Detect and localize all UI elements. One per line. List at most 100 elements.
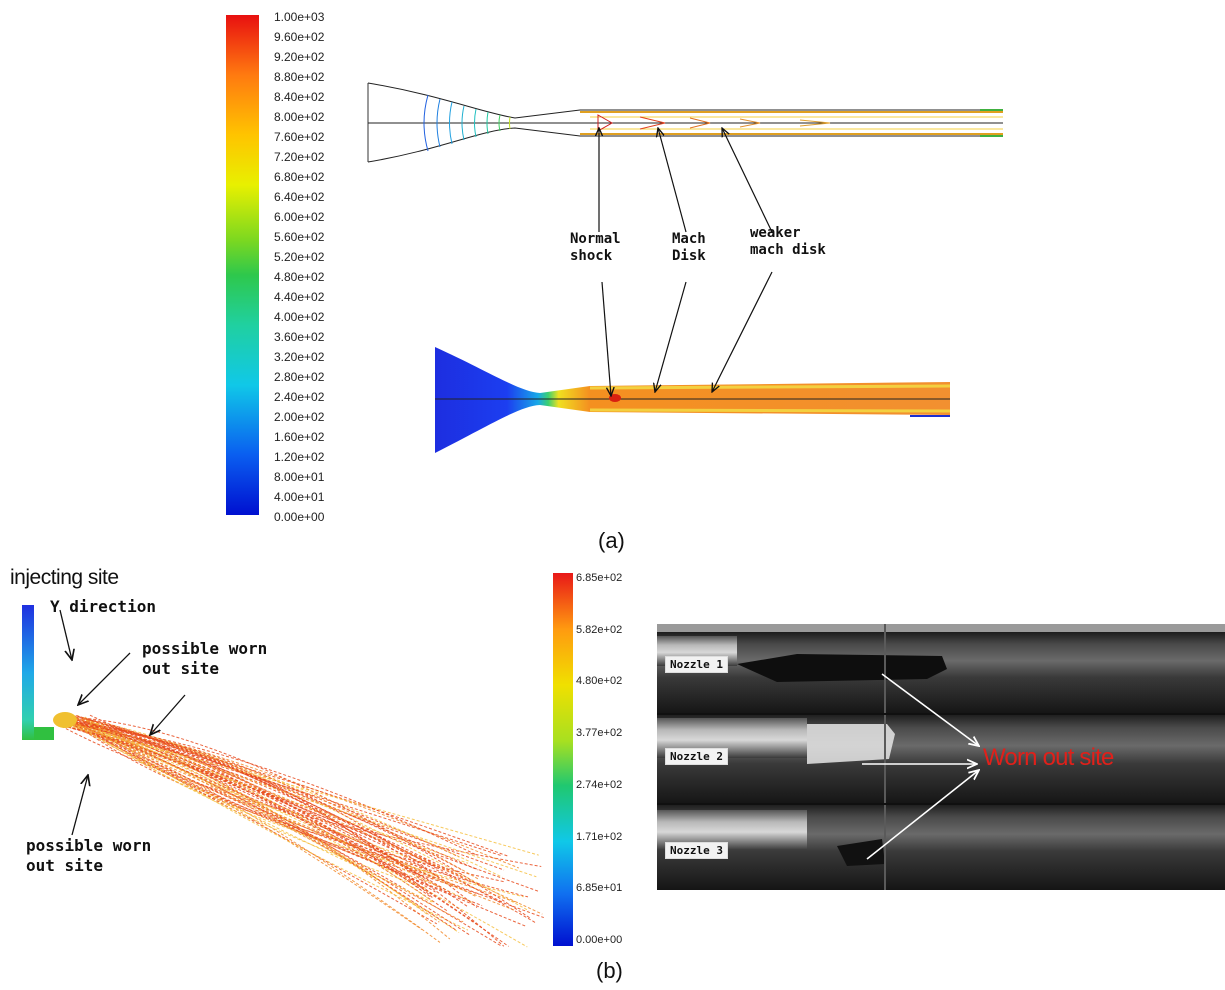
trajectory-streak	[85, 719, 469, 931]
colorbar-b-tick: 4.80e+02	[576, 675, 623, 688]
nozzle-2-label: Nozzle 2	[665, 748, 728, 765]
trajectory-streak	[82, 724, 502, 857]
colorbar-a-tick: 4.80e+02	[274, 270, 325, 284]
colorbar-a-tick: 2.80e+02	[274, 370, 325, 384]
trajectory-streak	[69, 719, 505, 947]
colorbar-a-tick: 4.40e+02	[274, 290, 325, 304]
colorbar-a-tick: 4.00e+02	[274, 310, 325, 324]
label-normal-shock: Normal shock	[570, 231, 621, 264]
caption-a: (a)	[598, 528, 625, 553]
trajectory-streak	[66, 721, 462, 871]
trajectory-streak	[71, 724, 443, 889]
trajectory-streak	[69, 720, 516, 911]
trajectory-streak	[69, 725, 539, 856]
colorbar-a-tick: 8.00e+01	[274, 470, 325, 484]
contour-lines-nozzle	[367, 82, 1003, 163]
colorbar-b-tick: 6.85e+02	[576, 572, 623, 584]
colorbar-a-tick: 6.40e+02	[274, 190, 325, 204]
colorbar-a-tick: 5.20e+02	[274, 250, 325, 264]
filled-contour-nozzle	[435, 347, 951, 453]
label-mach-disk: Mach Disk	[672, 231, 706, 264]
colorbar-a-tick: 7.20e+02	[274, 150, 325, 164]
colorbar-a-tick: 0.00e+00	[274, 510, 325, 524]
impact-zone	[53, 712, 77, 728]
colorbar-a-tick: 2.40e+02	[274, 390, 325, 404]
trajectory-streak	[66, 719, 425, 868]
colorbar-b	[553, 573, 573, 946]
colorbar-a-tick: 8.80e+02	[274, 70, 325, 84]
trajectory-streak	[77, 716, 509, 947]
colorbar-a-tick: 1.20e+02	[274, 450, 325, 464]
annotation-arrows-a	[599, 128, 773, 396]
pipe-elbow	[34, 727, 54, 740]
colorbar-b-tick: 0.00e+00	[576, 934, 623, 946]
injection-pipe	[22, 605, 34, 740]
trajectory-streak	[89, 719, 530, 912]
worn-site-arrows	[862, 673, 979, 860]
trajectory-streak	[75, 721, 469, 864]
trajectory-streak	[70, 715, 439, 870]
trajectory-streak	[74, 717, 505, 871]
label-worn-site-bottom: possible worn out site	[26, 836, 152, 875]
colorbar-a-tick: 1.60e+02	[274, 430, 325, 444]
colorbar-b-tick: 5.82e+02	[576, 623, 623, 636]
trajectory-streak	[62, 719, 460, 934]
trajectory-streak	[61, 717, 483, 907]
trajectory-streak	[73, 721, 423, 931]
trajectory-streak	[67, 714, 543, 915]
trajectory-streak	[72, 722, 502, 947]
colorbar-a-tick: 1.00e+03	[274, 10, 325, 24]
trajectory-streak	[85, 726, 527, 927]
colorbar-a	[226, 15, 259, 515]
trajectory-streak	[69, 721, 429, 916]
panel-a-graphics	[226, 15, 1003, 515]
trajectory-streak	[76, 714, 461, 890]
trajectory-streak	[82, 717, 464, 923]
trajectory-streak	[70, 720, 544, 919]
label-y-direction: Y direction	[50, 597, 156, 616]
trajectory-streak	[65, 722, 458, 932]
colorbar-a-tick: 3.20e+02	[274, 350, 325, 364]
trajectory-streak	[87, 720, 529, 898]
trajectory-streak	[61, 723, 478, 908]
annotation-arrows-b	[59, 609, 186, 836]
colorbar-b-tick: 1.71e+02	[576, 830, 623, 843]
colorbar-a-tick: 9.60e+02	[274, 30, 325, 44]
label-worn-site-top: possible worn out site	[142, 639, 268, 678]
trajectory-streak	[73, 724, 477, 898]
trajectory-streak	[59, 720, 478, 856]
particle-trajectories	[53, 712, 544, 948]
colorbar-a-tick: 8.00e+02	[274, 110, 325, 124]
colorbar-a-tick: 8.40e+02	[274, 90, 325, 104]
trajectory-streak	[67, 720, 432, 903]
nozzle-photo: Nozzle 1 Nozzle 2 Nozzle 3 Worn out site	[657, 624, 1225, 890]
colorbar-a-tick: 6.00e+02	[274, 210, 325, 224]
label-weaker-mach-disk: weaker mach disk	[750, 225, 826, 258]
colorbar-a-tick: 3.60e+02	[274, 330, 325, 344]
trajectory-streak	[88, 724, 537, 878]
colorbar-b-tick: 2.74e+02	[576, 778, 623, 791]
trajectory-streak	[70, 723, 479, 880]
trajectory-streak	[82, 722, 438, 877]
trajectory-streak	[66, 718, 520, 869]
colorbar-a-tick: 2.00e+02	[274, 410, 325, 424]
trajectory-streak	[89, 714, 424, 877]
colorbar-a-tick: 9.20e+02	[274, 50, 325, 64]
colorbar-b-tick: 6.85e+01	[576, 882, 623, 895]
trajectory-streak	[76, 721, 436, 893]
trajectory-streak	[62, 725, 431, 862]
trajectory-streak	[88, 718, 531, 919]
colorbar-a-tick: 7.60e+02	[274, 130, 325, 144]
nozzle-photo-graphics	[657, 624, 1225, 890]
colorbar-a-tick: 5.60e+02	[274, 230, 325, 244]
panel-b-graphics	[22, 573, 573, 948]
colorbar-b-tick: 3.77e+02	[576, 727, 623, 740]
colorbar-a-tick: 4.00e+01	[274, 490, 325, 504]
colorbar-a-tick: 6.80e+02	[274, 170, 325, 184]
trajectory-streak	[82, 718, 537, 924]
label-injecting-site: injecting site	[10, 566, 119, 589]
trajectory-streak	[64, 722, 509, 857]
trajectory-streak	[67, 717, 427, 889]
trajectory-streak	[66, 723, 434, 899]
caption-b: (b)	[596, 958, 623, 983]
